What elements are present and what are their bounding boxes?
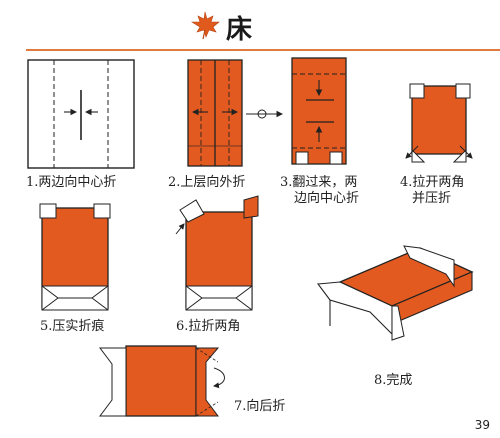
step-8-caption: 8.完成 — [374, 373, 413, 388]
step-4-caption-line-1: 4.拉开两角 — [400, 175, 465, 190]
header: 床 — [0, 0, 500, 51]
step-2-figure — [187, 59, 243, 167]
step-3-figure — [291, 57, 347, 165]
step-6-figure — [175, 195, 259, 311]
maple-leaf-icon — [190, 11, 220, 40]
step-5-caption: 5.压实折痕 — [40, 319, 105, 334]
step-7-caption: 7.向后折 — [234, 399, 286, 414]
step-8-figure — [316, 245, 474, 341]
step-6-caption: 6.拉折两角 — [176, 319, 241, 334]
step-7-figure — [99, 345, 225, 417]
step-2-caption: 2.上层向外折 — [168, 175, 246, 190]
title-divider — [26, 49, 500, 51]
step-1-caption: 1.两边向中心折 — [26, 175, 117, 190]
step-3-caption-line-2: 边向中心折 — [294, 191, 360, 206]
page-title: 床 — [226, 15, 253, 45]
step-3-caption-line-1: 3.翻过来，两 — [280, 175, 358, 190]
step-1-figure — [27, 59, 135, 169]
page-number: 39 — [474, 418, 490, 432]
step-4-caption-line-2: 并压折 — [412, 191, 452, 206]
step-4-figure — [405, 83, 473, 163]
turn-over-arrow-icon — [246, 109, 284, 119]
step-5-figure — [39, 203, 111, 311]
